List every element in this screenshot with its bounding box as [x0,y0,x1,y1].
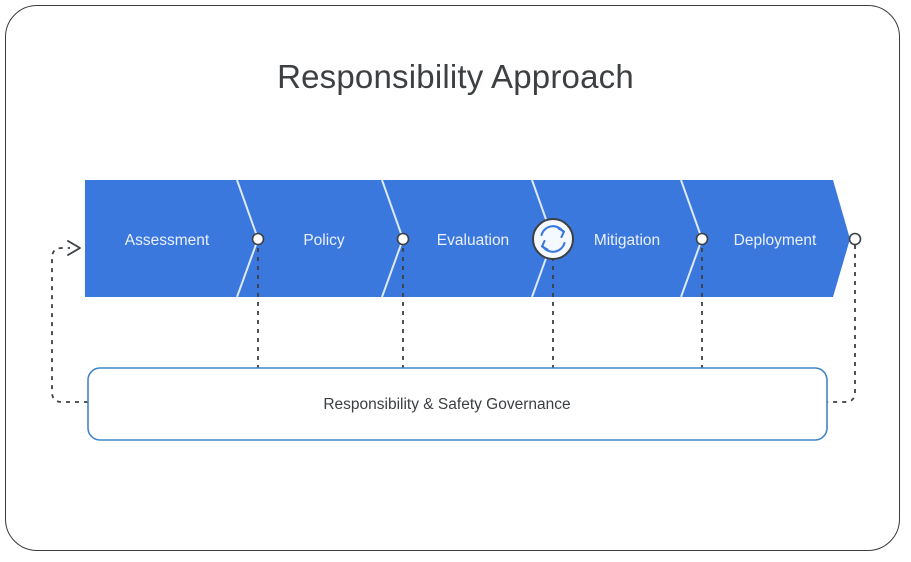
stage-label-assessment: Assessment [125,232,210,249]
node-assessment-policy[interactable] [251,232,265,246]
node-policy-evaluation[interactable] [396,232,410,246]
stage-label-policy: Policy [303,232,345,249]
feedback-path-left [51,247,88,403]
stage-label-evaluation: Evaluation [437,232,509,249]
sync-icon-arrowhead-top [557,227,566,239]
node-governance-connectors [257,239,703,368]
sync-icon-background [532,218,574,260]
page-title: Responsibility Approach [277,58,634,95]
governance-box[interactable] [87,367,828,441]
governance-label: Responsibility & Safety Governance [323,396,570,413]
node-flow-end[interactable] [848,232,862,246]
banner-body [85,180,850,297]
stage-label-deployment: Deployment [734,232,817,249]
node-mitigation-deployment[interactable] [695,232,709,246]
sync-icon[interactable] [532,218,574,260]
stage-label-mitigation: Mitigation [594,232,660,249]
sync-icon-arrowhead-bottom [540,239,549,251]
feedback-path-right [827,245,856,403]
feedback-arrow-head-icon [67,240,81,256]
